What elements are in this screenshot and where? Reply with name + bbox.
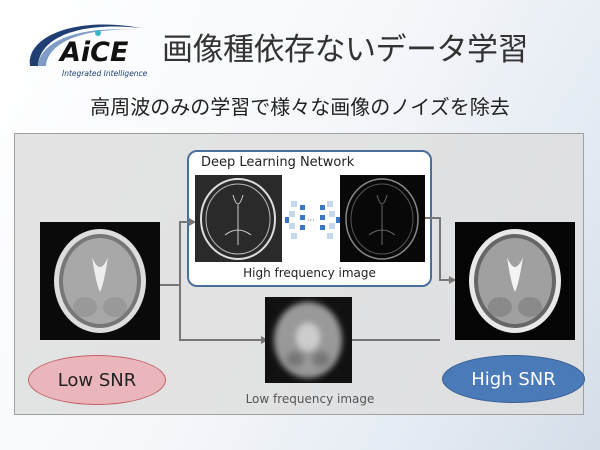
low-frequency-label: Low frequency image [245, 392, 375, 406]
neural-network-icon: ··· [285, 201, 340, 239]
low-snr-label: Low SNR [28, 355, 166, 405]
low-snr-brain-image [40, 222, 160, 340]
network-label: Deep Learning Network [201, 155, 355, 170]
low-frequency-image [265, 297, 352, 383]
svg-text:···: ··· [307, 216, 315, 225]
denoised-high-frequency-image [340, 175, 425, 262]
noisy-high-frequency-image [195, 175, 282, 262]
page-subtitle: 高周波のみの学習で様々な画像のノイズを除去 [90, 95, 510, 119]
high-frequency-label: High frequency image [243, 266, 376, 280]
svg-text:AiCE: AiCE [58, 37, 129, 68]
aice-logo: AiCE Integrated Intelligence [29, 24, 148, 78]
page-title: 画像種依存ないデータ学習 [162, 32, 529, 68]
high-snr-label: High SNR [442, 355, 585, 403]
svg-text:Integrated Intelligence: Integrated Intelligence [62, 69, 148, 78]
high-snr-brain-image [455, 222, 575, 340]
